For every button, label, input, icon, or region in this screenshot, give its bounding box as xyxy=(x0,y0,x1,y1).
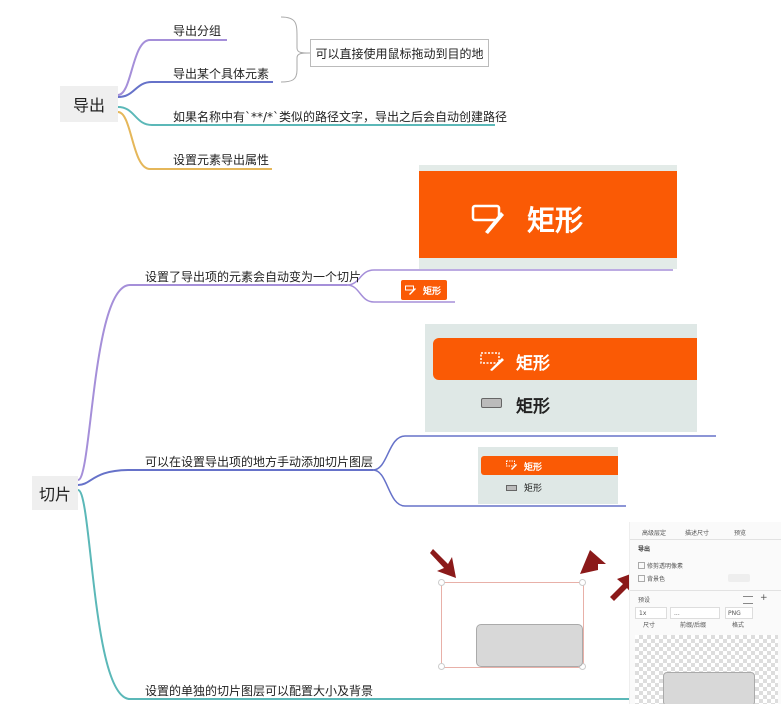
rect-on-canvas xyxy=(476,624,583,667)
export-child-element[interactable]: 导出某个具体元素 xyxy=(173,67,270,81)
trim-checkbox[interactable] xyxy=(638,562,645,569)
drag-note-label: 可以直接使用鼠标拖动到目的地 xyxy=(315,46,484,61)
arrow-left-icon xyxy=(580,550,606,574)
export-child-group[interactable]: 导出分组 xyxy=(173,24,222,38)
panel-section-title: 导出 xyxy=(638,546,651,553)
slice-root-node[interactable]: 切片 xyxy=(32,476,78,510)
slice-child-auto[interactable]: 设置了导出项的元素会自动变为一个切片 xyxy=(145,270,362,284)
drag-note-box[interactable]: 可以直接使用鼠标拖动到目的地 xyxy=(310,39,489,67)
arrow-down-icon xyxy=(430,549,456,578)
layer-large-slice-label: 矩形 xyxy=(516,354,550,374)
bg-checkbox[interactable] xyxy=(638,575,645,582)
suffix-input[interactable]: ... xyxy=(670,607,720,619)
layer-large-rect-label: 矩形 xyxy=(516,397,550,417)
slice-root-label: 切片 xyxy=(38,485,71,504)
rect-large-label: 矩形 xyxy=(527,204,584,237)
trim-checkbox-label: 修剪透明像素 xyxy=(647,563,684,570)
slice-layer-icon-small xyxy=(506,460,517,470)
slice-child-config[interactable]: 设置的单独的切片图层可以配置大小及背景 xyxy=(145,684,374,698)
panel-tab-3[interactable]: 预览 xyxy=(734,530,747,537)
export-root-node[interactable]: 导出 xyxy=(60,86,118,122)
slice-tool-icon xyxy=(471,204,504,234)
screenshot-rect-large: 矩形 xyxy=(419,165,677,269)
slice-tool-icon-small xyxy=(405,285,416,295)
col-size-label: 尺寸 xyxy=(643,622,656,629)
slice-child-manual[interactable]: 可以在设置导出项的地方手动添加切片图层 xyxy=(145,455,374,469)
bg-checkbox-label: 背景色 xyxy=(647,576,666,583)
scale-value: 1x xyxy=(639,610,647,617)
rect-small-label: 矩形 xyxy=(423,287,442,297)
layer-small-slice-label: 矩形 xyxy=(524,463,543,473)
preview-checkerboard xyxy=(635,635,778,704)
export-child-path[interactable]: 如果名称中有`**/*`类似的路径文字，导出之后会自动创建路径 xyxy=(173,110,508,124)
slice-layer-icon xyxy=(480,352,504,371)
suffix-value: ... xyxy=(674,610,680,617)
add-icon[interactable]: + xyxy=(760,593,768,603)
export-panel: 高级层定 描述尺寸 预览 导出 修剪透明像素 背景色 预设 + 1x ... P… xyxy=(629,522,781,704)
scale-select[interactable]: 1x xyxy=(635,607,667,619)
handle-top-right xyxy=(579,579,586,586)
handle-bottom-left xyxy=(438,663,445,670)
col-suffix-label: 前缀/后缀 xyxy=(680,622,707,629)
slice-selection-box xyxy=(441,582,584,668)
export-child-properties[interactable]: 设置元素导出属性 xyxy=(173,153,270,167)
layer-small-rect-label: 矩形 xyxy=(524,484,543,494)
screenshot-layer-list-small: 矩形 矩形 xyxy=(478,447,618,504)
preset-label: 预设 xyxy=(638,597,651,604)
format-select[interactable]: PNG xyxy=(725,607,753,619)
screenshot-rect-small: 矩形 xyxy=(401,280,447,300)
handle-top-left xyxy=(438,579,445,586)
preset-settings-icon[interactable] xyxy=(743,596,753,604)
export-root-label: 导出 xyxy=(72,96,105,115)
screenshot-layer-list-large: 矩形 矩形 xyxy=(425,324,697,432)
panel-tab-1[interactable]: 高级层定 xyxy=(642,530,667,537)
col-format-label: 格式 xyxy=(732,622,745,629)
panel-tab-2[interactable]: 描述尺寸 xyxy=(685,530,710,537)
rect-layer-icon-small xyxy=(506,485,517,491)
preview-rect xyxy=(663,672,755,704)
format-value: PNG xyxy=(728,610,741,617)
bg-color-swatch[interactable] xyxy=(728,574,750,582)
rect-layer-icon xyxy=(481,398,502,408)
